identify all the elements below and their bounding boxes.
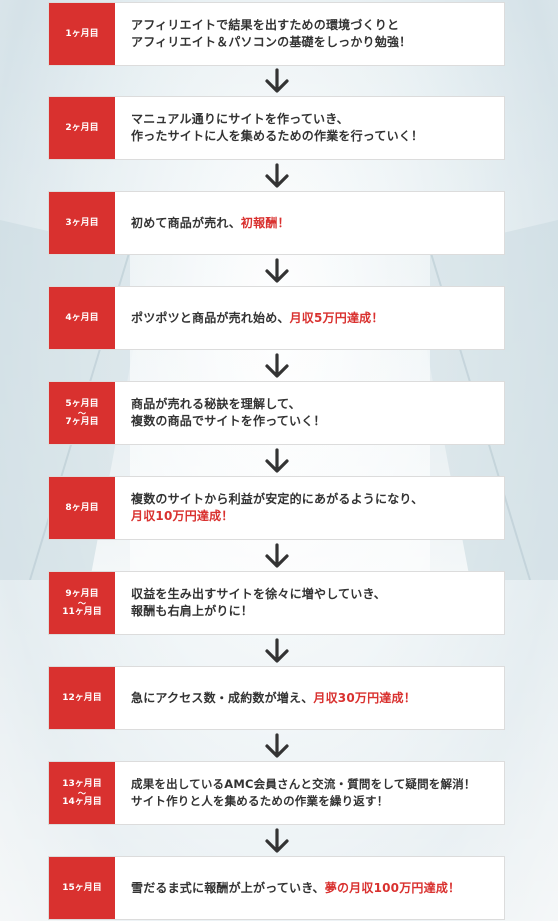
step-month-label: 2ヶ月目 <box>65 122 99 133</box>
step-text-line1: 収益を生み出すサイトを徐々に増やしていき、 <box>131 587 387 601</box>
step-text-line1: 複数のサイトから利益が安定的にあがるようになり、 <box>131 492 424 506</box>
arrow-down-icon <box>265 448 289 473</box>
step-month-label-start: 9ヶ月目 <box>65 588 99 599</box>
step-text-line1: アフィリエイトで結果を出すための環境づくりと <box>131 18 400 32</box>
arrow-down-icon <box>265 258 289 283</box>
arrow-down-icon <box>265 163 289 188</box>
step-badge: 5ヶ月目 〜 7ヶ月目 <box>49 382 115 444</box>
step-month-range-tilde: 〜 <box>78 788 86 798</box>
step-highlight: 月収5万円達成！ <box>289 310 384 325</box>
step-text-line2: アフィリエイト＆パソコンの基礎をしっかり勉強！ <box>131 35 412 49</box>
step-description: 雪だるま式に報酬が上がっていき、夢の月収100万円達成！ <box>115 857 504 919</box>
step-description: 商品が売れる秘訣を理解して、 複数の商品でサイトを作っていく！ <box>115 382 504 444</box>
step-badge: 12ヶ月目 <box>49 667 115 729</box>
step-10-month-15: 15ヶ月目 雪だるま式に報酬が上がっていき、夢の月収100万円達成！ <box>48 856 505 920</box>
step-month-label: 15ヶ月目 <box>62 882 102 893</box>
step-highlight: 夢の月収100万円達成！ <box>324 880 461 895</box>
step-8-month-12: 12ヶ月目 急にアクセス数・成約数が増え、月収30万円達成！ <box>48 666 505 730</box>
step-month-label-start: 5ヶ月目 <box>65 398 99 409</box>
step-description: 初めて商品が売れ、初報酬！ <box>115 192 504 254</box>
step-text-line2: 作ったサイトに人を集めるための作業を行っていく！ <box>131 129 424 143</box>
step-text: ポツポツと商品が売れ始め、 <box>131 310 290 325</box>
step-month-label: 8ヶ月目 <box>65 502 99 513</box>
step-month-label-start: 13ヶ月目 <box>62 778 102 789</box>
arrow-down-icon <box>265 828 289 853</box>
step-description: 複数のサイトから利益が安定的にあがるようになり、 月収10万円達成！ <box>115 477 504 539</box>
step-month-label: 3ヶ月目 <box>65 217 99 228</box>
step-text: 初めて商品が売れ、 <box>131 215 241 230</box>
step-badge: 3ヶ月目 <box>49 192 115 254</box>
step-month-label: 4ヶ月目 <box>65 312 99 323</box>
step-text: 雪だるま式に報酬が上がっていき、 <box>131 880 325 895</box>
step-month-label-end: 11ヶ月目 <box>62 606 102 617</box>
step-highlight: 初報酬！ <box>240 215 290 230</box>
step-text-line1: 成果を出しているAMC会員さんと交流・質問をして疑問を解消！ <box>131 777 476 791</box>
step-badge: 15ヶ月目 <box>49 857 115 919</box>
step-badge: 1ヶ月目 <box>49 3 115 65</box>
step-month-range-tilde: 〜 <box>78 598 86 608</box>
step-text-line1: 急にアクセス数・成約数が増え、月収30万円達成！ <box>131 690 498 707</box>
step-4-month-4: 4ヶ月目 ポツポツと商品が売れ始め、月収5万円達成！ <box>48 286 505 350</box>
step-text-line1: 商品が売れる秘訣を理解して、 <box>131 397 301 411</box>
arrow-down-icon <box>265 68 289 93</box>
step-text-line2: サイト作りと人を集めるための作業を繰り返す！ <box>131 794 389 808</box>
step-badge: 2ヶ月目 <box>49 97 115 159</box>
step-highlight: 月収30万円達成！ <box>313 690 416 705</box>
step-month-range-tilde: 〜 <box>78 408 86 418</box>
step-1-month-1: 1ヶ月目 アフィリエイトで結果を出すための環境づくりと アフィリエイト＆パソコン… <box>48 2 505 66</box>
step-2-month-2: 2ヶ月目 マニュアル通りにサイトを作っていき、 作ったサイトに人を集めるための作… <box>48 96 505 160</box>
step-text-line1: 雪だるま式に報酬が上がっていき、夢の月収100万円達成！ <box>131 880 498 897</box>
arrow-down-icon <box>265 638 289 663</box>
step-6-month-8: 8ヶ月目 複数のサイトから利益が安定的にあがるようになり、 月収10万円達成！ <box>48 476 505 540</box>
step-9-months-13-14: 13ヶ月目 〜 14ヶ月目 成果を出しているAMC会員さんと交流・質問をして疑問… <box>48 761 505 825</box>
step-3-month-3: 3ヶ月目 初めて商品が売れ、初報酬！ <box>48 191 505 255</box>
step-badge: 4ヶ月目 <box>49 287 115 349</box>
step-highlight: 月収10万円達成！ <box>131 509 234 523</box>
step-text-line1: ポツポツと商品が売れ始め、月収5万円達成！ <box>131 310 498 327</box>
step-description: 急にアクセス数・成約数が増え、月収30万円達成！ <box>115 667 504 729</box>
step-description: 収益を生み出すサイトを徐々に増やしていき、 報酬も右肩上がりに！ <box>115 572 504 634</box>
step-month-label-end: 7ヶ月目 <box>65 416 99 427</box>
step-badge: 9ヶ月目 〜 11ヶ月目 <box>49 572 115 634</box>
step-7-months-9-11: 9ヶ月目 〜 11ヶ月目 収益を生み出すサイトを徐々に増やしていき、 報酬も右肩… <box>48 571 505 635</box>
arrow-down-icon <box>265 353 289 378</box>
arrow-down-icon <box>265 543 289 568</box>
step-description: アフィリエイトで結果を出すための環境づくりと アフィリエイト＆パソコンの基礎をし… <box>115 3 504 65</box>
arrow-down-icon <box>265 733 289 758</box>
step-description: マニュアル通りにサイトを作っていき、 作ったサイトに人を集めるための作業を行って… <box>115 97 504 159</box>
step-5-months-5-7: 5ヶ月目 〜 7ヶ月目 商品が売れる秘訣を理解して、 複数の商品でサイトを作って… <box>48 381 505 445</box>
step-description: ポツポツと商品が売れ始め、月収5万円達成！ <box>115 287 504 349</box>
step-text-line2: 複数の商品でサイトを作っていく！ <box>131 414 326 428</box>
step-badge: 8ヶ月目 <box>49 477 115 539</box>
step-month-label: 1ヶ月目 <box>65 28 99 39</box>
step-text: 急にアクセス数・成約数が増え、 <box>131 690 314 705</box>
step-text-line1: マニュアル通りにサイトを作っていき、 <box>131 112 349 126</box>
step-description: 成果を出しているAMC会員さんと交流・質問をして疑問を解消！ サイト作りと人を集… <box>115 762 504 824</box>
step-badge: 13ヶ月目 〜 14ヶ月目 <box>49 762 115 824</box>
step-month-label: 12ヶ月目 <box>62 692 102 703</box>
step-text-line2: 報酬も右肩上がりに！ <box>131 604 254 618</box>
step-text-line1: 初めて商品が売れ、初報酬！ <box>131 215 498 232</box>
step-month-label-end: 14ヶ月目 <box>62 796 102 807</box>
